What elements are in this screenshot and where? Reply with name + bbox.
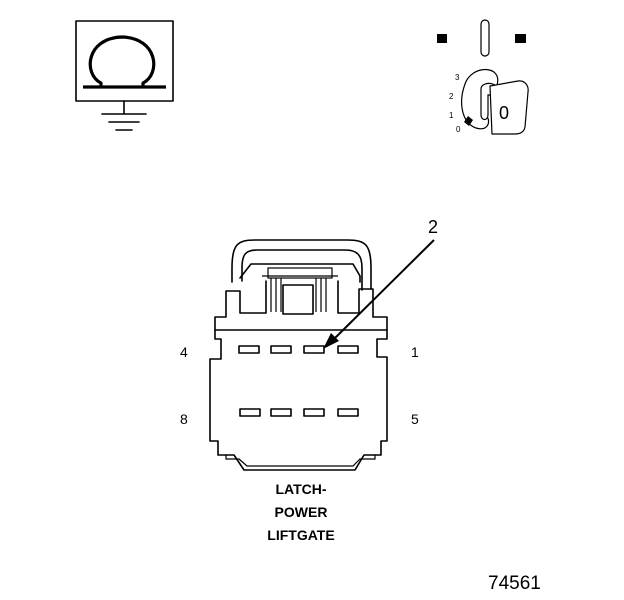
omega-icon	[88, 35, 156, 86]
callout-2: 2	[323, 217, 438, 349]
callout-number: 2	[428, 217, 438, 237]
pin-cavity-6	[303, 408, 325, 417]
callout-arrow-head	[323, 333, 339, 349]
battery-terminal-left	[437, 34, 447, 43]
pin-label-5: 5	[411, 411, 419, 427]
ignition-switch-icon: 3 2 1 0 0	[437, 19, 529, 135]
pin-label-8: 8	[180, 411, 188, 427]
key-position-marker	[464, 116, 473, 126]
lock-tab-top	[267, 267, 333, 279]
pin-cavity-5	[337, 408, 359, 417]
pin-cavity-3	[270, 345, 292, 354]
pin-cavity-8	[239, 408, 261, 417]
key-position-label: 0	[499, 103, 509, 123]
connector-c1: 4 1 8 5	[180, 239, 419, 471]
key-icon	[489, 80, 529, 135]
connector-caption: LATCH- POWER LIFTGATE	[267, 481, 334, 543]
pin-label-4: 4	[180, 344, 188, 360]
caption-line-2: POWER	[275, 504, 328, 520]
lock-tab-body	[282, 284, 314, 315]
pin-cavity-4	[238, 345, 260, 354]
disconnect-link	[480, 19, 490, 57]
latch-handle-inner	[241, 249, 363, 291]
connector-shoulder	[214, 280, 388, 331]
battery-terminal-right	[515, 34, 526, 43]
connector-base-lip	[225, 455, 376, 467]
latch-handle-outer	[231, 239, 372, 290]
pin-cavity-7	[270, 408, 292, 417]
pin-cavity-2	[303, 345, 325, 354]
pin-label-1: 1	[411, 344, 419, 360]
ignition-position-3: 3	[455, 73, 460, 82]
latch-cover	[239, 263, 361, 283]
key-slot	[480, 82, 498, 121]
ignition-position-0: 0	[456, 125, 461, 134]
ohmmeter-symbol	[75, 20, 174, 131]
key-cylinder-outline	[461, 69, 499, 130]
figure-number: 74561	[488, 573, 541, 594]
pin-cavity-1	[337, 345, 359, 354]
caption-line-3: LIFTGATE	[267, 527, 334, 543]
ignition-position-2: 2	[449, 92, 454, 101]
ignition-position-1: 1	[449, 111, 454, 120]
callout-arrow-line	[333, 239, 435, 340]
connector-body	[209, 329, 388, 471]
caption-line-1: LATCH-	[275, 481, 326, 497]
